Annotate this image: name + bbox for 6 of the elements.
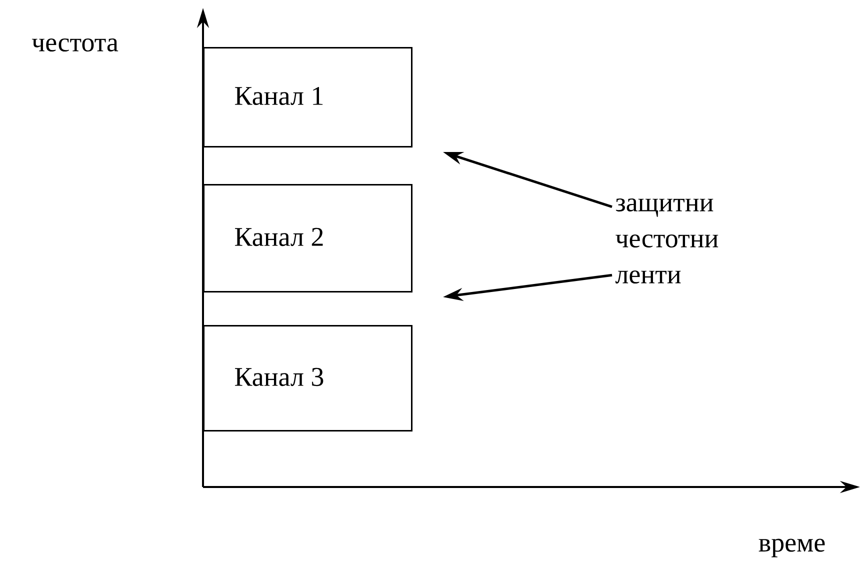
- note-text: защитни честотни ленти: [615, 198, 718, 284]
- axis-label: честота: [32, 38, 118, 52]
- axis-label: време: [758, 538, 825, 558]
- channel-box: Канал 3: [203, 325, 412, 432]
- channel-box: Канал 2: [203, 184, 412, 292]
- channel-box: Канал 1: [203, 47, 412, 148]
